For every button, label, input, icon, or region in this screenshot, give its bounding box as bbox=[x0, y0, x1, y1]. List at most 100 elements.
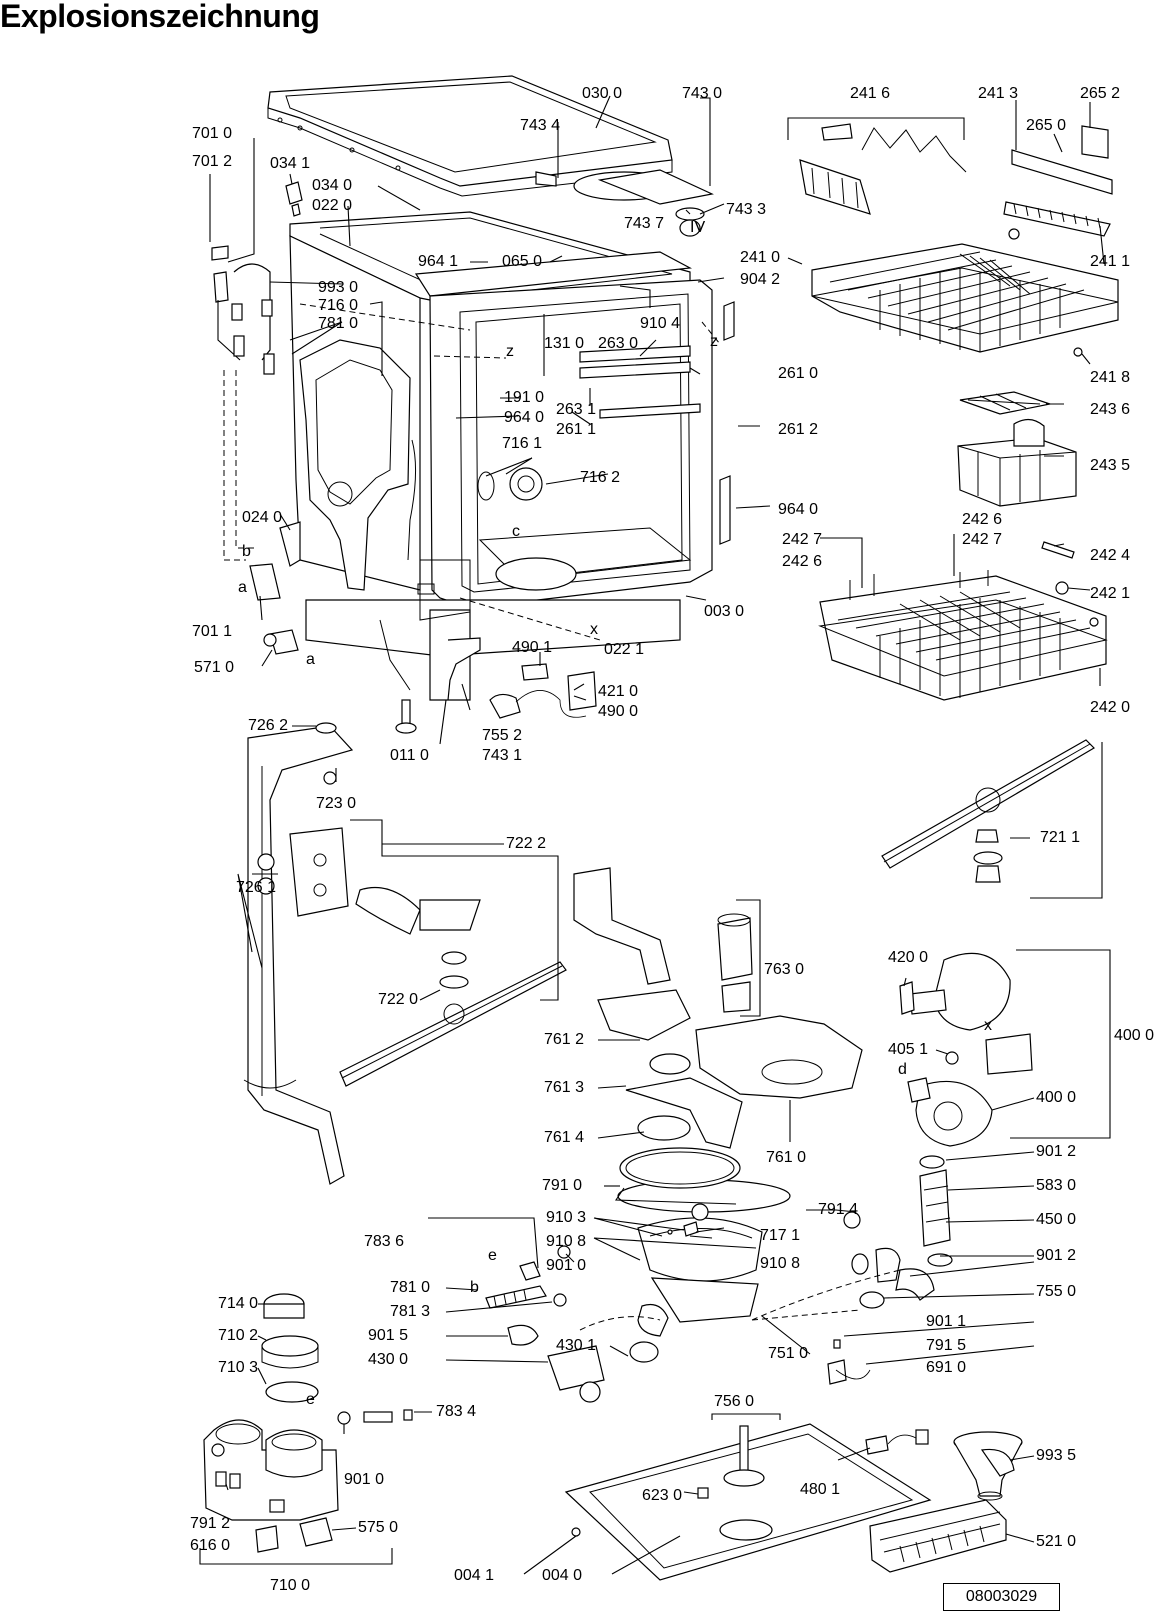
leader-lines bbox=[209, 95, 1105, 1575]
part-label: 716 2 bbox=[580, 469, 620, 486]
heater-450 bbox=[851, 1155, 953, 1309]
part-label: 575 0 bbox=[358, 1519, 398, 1536]
part-label: 420 0 bbox=[888, 949, 928, 966]
part-label: 131 0 bbox=[544, 335, 584, 352]
salt-container-743 bbox=[535, 169, 714, 237]
part-label: 791 4 bbox=[818, 1201, 858, 1218]
part-label: 701 2 bbox=[192, 153, 232, 170]
part-label: 755 2 bbox=[482, 727, 522, 744]
part-label: 993 5 bbox=[1036, 1447, 1076, 1464]
part-label: 241 6 bbox=[850, 85, 890, 102]
part-label: 910 3 bbox=[546, 1209, 586, 1226]
part-label: 480 1 bbox=[800, 1481, 840, 1498]
part-label: 265 2 bbox=[1080, 85, 1120, 102]
part-label: 714 0 bbox=[218, 1295, 258, 1312]
cutlery-basket-243 bbox=[957, 391, 1077, 507]
part-label: 242 7 bbox=[782, 531, 822, 548]
upper-basket-241 bbox=[811, 243, 1119, 353]
part-label: 583 0 bbox=[1036, 1177, 1076, 1194]
funnel-993-5 bbox=[953, 1431, 1023, 1501]
part-label: 065 0 bbox=[502, 253, 542, 270]
callout-letter: b bbox=[242, 543, 251, 560]
callout-letter: d bbox=[898, 1061, 907, 1078]
part-label: 751 0 bbox=[768, 1345, 808, 1362]
part-label: 781 0 bbox=[390, 1279, 430, 1296]
part-label: 701 0 bbox=[192, 125, 232, 142]
part-label: 011 0 bbox=[390, 747, 429, 764]
part-label: 710 3 bbox=[218, 1359, 258, 1376]
part-label: 791 0 bbox=[542, 1177, 582, 1194]
part-label: 263 0 bbox=[598, 335, 638, 352]
part-label: 004 1 bbox=[454, 1567, 494, 1584]
part-label: 034 1 bbox=[270, 155, 310, 172]
callout-letter: IV bbox=[690, 219, 705, 236]
supply-pipe-726 bbox=[243, 722, 354, 1185]
part-label: 901 5 bbox=[368, 1327, 408, 1344]
callout-letters: z z c x a a b b d x e e IV bbox=[238, 219, 992, 1408]
part-label: 242 6 bbox=[782, 553, 822, 570]
part-label: 964 0 bbox=[504, 409, 544, 426]
base-plate-004 bbox=[564, 1413, 932, 1581]
worktop-030 bbox=[267, 75, 673, 197]
part-label: 901 2 bbox=[1036, 1143, 1076, 1160]
part-label: 756 0 bbox=[714, 1393, 754, 1410]
part-label: 261 0 bbox=[778, 365, 818, 382]
callout-letter: e bbox=[306, 1391, 315, 1408]
part-label: 755 0 bbox=[1036, 1283, 1076, 1300]
part-label: 004 0 bbox=[542, 1567, 582, 1584]
part-label: 964 0 bbox=[778, 501, 818, 518]
part-label: 726 1 bbox=[236, 879, 276, 896]
part-label: 743 4 bbox=[520, 117, 560, 134]
part-label: 261 1 bbox=[556, 421, 596, 438]
part-label: 400 0 bbox=[1036, 1089, 1076, 1106]
callout-letter: e bbox=[488, 1247, 497, 1264]
callout-letter: z bbox=[710, 333, 718, 350]
part-label: 242 0 bbox=[1090, 699, 1130, 716]
tub-body bbox=[289, 211, 735, 701]
part-label: 405 1 bbox=[888, 1041, 928, 1058]
part-label: 910 8 bbox=[546, 1233, 586, 1250]
lower-spray-arm-722 bbox=[289, 819, 567, 1087]
part-label: 241 1 bbox=[1090, 253, 1130, 270]
part-label: 691 0 bbox=[926, 1359, 966, 1376]
part-label: 241 8 bbox=[1090, 369, 1130, 386]
callout-letter: a bbox=[306, 651, 315, 668]
part-label: 993 0 bbox=[318, 279, 358, 296]
part-label: 722 2 bbox=[506, 835, 546, 852]
upper-spray-arm-721 bbox=[881, 739, 1103, 899]
part-label: 783 6 bbox=[364, 1233, 404, 1250]
seal-ring-791 bbox=[619, 1147, 871, 1385]
part-label: 781 3 bbox=[390, 1303, 430, 1320]
part-label: 910 4 bbox=[640, 315, 680, 332]
part-label: 763 0 bbox=[764, 961, 804, 978]
part-label: 783 4 bbox=[436, 1403, 476, 1420]
part-label: 400 0 bbox=[1114, 1027, 1154, 1044]
lower-basket-242 bbox=[818, 541, 1108, 701]
part-label: 430 1 bbox=[556, 1337, 596, 1354]
part-label: 761 2 bbox=[544, 1031, 584, 1048]
drawing-number-box: 08003029 bbox=[943, 1583, 1060, 1611]
circulation-pump-400 bbox=[899, 949, 1111, 1147]
part-label: 791 5 bbox=[926, 1337, 966, 1354]
part-label: 191 0 bbox=[504, 389, 544, 406]
upper-basket-parts bbox=[787, 117, 1113, 357]
part-label: 743 7 bbox=[624, 215, 664, 232]
part-label: 791 2 bbox=[190, 1515, 230, 1532]
part-label: 490 0 bbox=[598, 703, 638, 720]
part-label: 710 2 bbox=[218, 1327, 258, 1344]
part-label: 430 0 bbox=[368, 1351, 408, 1368]
part-label: 030 0 bbox=[582, 85, 622, 102]
part-label: 904 2 bbox=[740, 271, 780, 288]
part-label: 901 2 bbox=[1036, 1247, 1076, 1264]
part-label: 743 3 bbox=[726, 201, 766, 218]
part-label: 616 0 bbox=[190, 1537, 230, 1554]
part-label: 034 0 bbox=[312, 177, 352, 194]
part-label: 450 0 bbox=[1036, 1211, 1076, 1228]
part-label: 701 1 bbox=[192, 623, 232, 640]
part-label: 243 6 bbox=[1090, 401, 1130, 418]
part-label: 490 1 bbox=[512, 639, 552, 656]
part-label: 421 0 bbox=[598, 683, 638, 700]
part-label: 003 0 bbox=[704, 603, 744, 620]
part-label: 743 0 bbox=[682, 85, 722, 102]
part-label: 721 1 bbox=[1040, 829, 1080, 846]
